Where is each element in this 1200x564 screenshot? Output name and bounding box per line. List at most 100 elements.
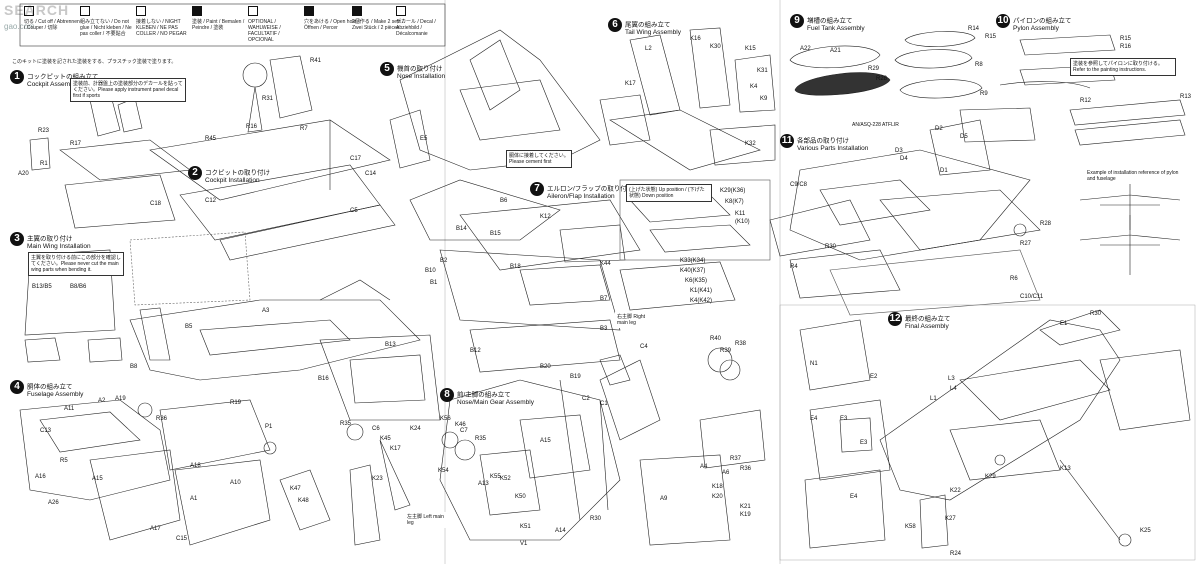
svg-text:R31: R31 [262,96,274,102]
svg-text:L4: L4 [950,386,957,392]
paint-icon [192,6,202,16]
svg-text:B19: B19 [570,374,581,380]
cockpit-note: 塗装前、計器盤上の塗装部分のデカールを貼ってください。Please apply … [70,78,186,102]
symbol-legend: 切る / Cut off / Abtrennen / Couper / 切除 組… [0,0,450,48]
wing-note: 主翼を取り付ける前にこの部分を確認してください。Please never cut… [28,252,124,276]
svg-text:K24: K24 [410,426,421,432]
svg-text:K18: K18 [712,484,723,490]
svg-text:E5: E5 [420,136,428,142]
svg-text:R23: R23 [38,128,50,134]
svg-text:R14: R14 [968,26,980,32]
svg-text:C7: C7 [460,428,468,434]
svg-text:A13: A13 [478,481,489,487]
svg-text:C9/C8: C9/C8 [790,182,808,188]
svg-text:K1(K41): K1(K41) [690,288,712,294]
svg-text:A14: A14 [555,528,566,534]
svg-text:D2: D2 [935,126,943,132]
svg-text:R1: R1 [40,161,48,167]
svg-text:R15: R15 [985,34,997,40]
svg-text:R40: R40 [710,336,722,342]
svg-text:K52: K52 [500,476,511,482]
svg-text:R6: R6 [1010,276,1018,282]
svg-text:E2: E2 [870,374,878,380]
svg-text:C18: C18 [150,201,162,207]
svg-text:L2: L2 [645,46,652,52]
legend-open-hole: 穴をあける / Open hole / Öffnen / Percer [304,6,360,46]
svg-text:A26: A26 [48,500,59,506]
svg-text:B8/B6: B8/B6 [70,284,87,290]
svg-text:C1: C1 [600,401,608,407]
svg-text:R8: R8 [975,62,983,68]
no-cement-icon [136,6,146,16]
svg-text:R13: R13 [1180,94,1192,100]
svg-text:R7: R7 [300,126,308,132]
svg-text:K55: K55 [490,474,501,480]
left-main-leg-callout: 左主脚 Left main leg [405,512,449,528]
svg-text:A18: A18 [190,463,201,469]
svg-text:K40(K37): K40(K37) [680,268,705,274]
optional-icon [248,6,258,16]
svg-text:R5: R5 [60,458,68,464]
svg-text:A15: A15 [92,476,103,482]
svg-text:K58: K58 [905,524,916,530]
svg-text:K11: K11 [735,211,746,217]
svg-text:K56: K56 [440,416,451,422]
svg-text:R17: R17 [70,141,82,147]
svg-text:K4(K42): K4(K42) [690,298,712,304]
svg-text:R37: R37 [730,456,742,462]
intro-note: このキットに塗装を記された塗装をする、プラスチック塗装で塗ります。 [12,59,177,65]
svg-text:K9: K9 [760,96,768,102]
svg-text:E4: E4 [850,494,858,500]
svg-text:K54: K54 [438,468,449,474]
svg-text:B3: B3 [600,326,608,332]
svg-text:P1: P1 [265,424,273,430]
svg-text:C12: C12 [205,198,217,204]
svg-text:K25: K25 [1140,528,1151,534]
svg-text:B6: B6 [500,198,508,204]
svg-text:L1: L1 [930,396,937,402]
svg-text:K30: K30 [710,44,721,50]
legend-two-sets: 2個作る / Make 2 sets / Zwei Stück / 2 pièc… [352,6,408,46]
svg-text:K23: K23 [372,476,383,482]
legend-decal: デカール / Decal / Abziehbild / Décalcomanie [396,6,452,46]
svg-text:C10/C11: C10/C11 [1020,294,1044,300]
nose-note: 胴体に接着してください。Please cement first [506,150,572,168]
atflir-callout: AN/ASQ-228 ATFLIR [850,120,914,130]
svg-text:C2: C2 [582,396,590,402]
svg-text:R45: R45 [205,136,217,142]
brand-sub: gao.com [4,22,35,31]
legend-optional: OPTIONAL / WAHLWEISE / FACULTATIF / OPCI… [248,6,304,46]
svg-text:K32: K32 [745,141,756,147]
svg-text:C6: C6 [372,426,380,432]
svg-text:R30: R30 [825,244,837,250]
svg-text:R24: R24 [950,551,962,557]
svg-text:R4: R4 [790,264,798,270]
svg-text:K12: K12 [540,214,551,220]
svg-text:E1: E1 [1060,321,1068,327]
svg-text:R27: R27 [1020,241,1032,247]
svg-text:K46: K46 [455,422,466,428]
svg-text:D1: D1 [940,168,948,174]
svg-text:B15: B15 [490,231,501,237]
tank-note: 塗装を参照してパイロンに取り付ける。Refer to the painting … [1070,58,1176,76]
svg-text:R15: R15 [1120,36,1132,42]
svg-text:L3: L3 [948,376,955,382]
svg-text:B12: B12 [470,348,481,354]
legend-not-glue: 接着しない / NIGHT KLEBEN / NE PAS COLLER / N… [136,6,192,46]
svg-text:R28: R28 [876,76,888,82]
svg-text:D5: D5 [960,134,968,140]
svg-text:K29: K29 [985,474,996,480]
svg-text:R36: R36 [156,416,168,422]
svg-text:N1: N1 [810,361,818,367]
svg-text:K29(K36): K29(K36) [720,188,745,194]
svg-text:B14: B14 [456,226,467,232]
svg-text:D3: D3 [895,148,903,154]
svg-text:K21: K21 [740,504,751,510]
svg-text:R38: R38 [735,341,747,347]
